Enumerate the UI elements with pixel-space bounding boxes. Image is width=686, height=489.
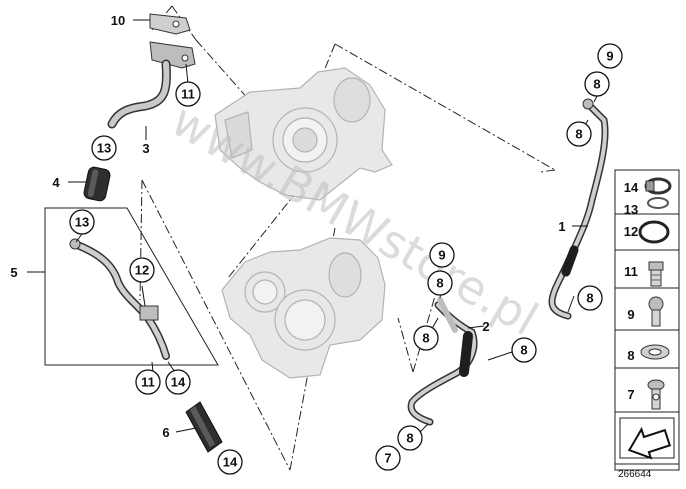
callout-9: 9 bbox=[429, 242, 455, 268]
turbocharger-upper bbox=[214, 67, 393, 201]
banjo-bolt-long-icon bbox=[647, 379, 665, 410]
callout-label: 8 bbox=[436, 276, 443, 291]
part-number-3: 3 bbox=[142, 141, 149, 156]
callout-label: 11 bbox=[141, 375, 155, 390]
callout-label: 12 bbox=[135, 263, 149, 278]
part-number-4: 4 bbox=[52, 175, 60, 190]
pipe-part-3 bbox=[107, 13, 196, 129]
callout-8: 8 bbox=[577, 285, 603, 311]
callout-8: 8 bbox=[511, 337, 537, 363]
pipe-part-1 bbox=[548, 98, 609, 320]
part-number-10: 10 bbox=[111, 13, 125, 28]
callout-13: 13 bbox=[69, 209, 95, 235]
callout-label: 8 bbox=[575, 127, 582, 142]
legend-label-11: 11 bbox=[624, 264, 638, 279]
hose-part-4 bbox=[83, 166, 111, 202]
callout-8: 8 bbox=[427, 270, 453, 296]
pipe-part-5-group bbox=[44, 207, 219, 366]
callout-label: 7 bbox=[384, 451, 391, 466]
part-number-5: 5 bbox=[10, 265, 17, 280]
callout-8: 8 bbox=[413, 325, 439, 351]
legend-panel: 14 13 12 11 9 8 7 bbox=[614, 169, 680, 480]
callout-label: 13 bbox=[97, 141, 111, 156]
group-5-bracket bbox=[44, 207, 219, 366]
callout-label: 8 bbox=[422, 331, 429, 346]
legend-label-12: 12 bbox=[624, 224, 638, 239]
legend-label-14: 14 bbox=[624, 180, 639, 195]
pipe-part-2 bbox=[407, 297, 478, 426]
callout-13: 13 bbox=[91, 135, 117, 161]
part-number-6: 6 bbox=[162, 425, 169, 440]
callout-label: 8 bbox=[586, 291, 593, 306]
callout-label: 8 bbox=[593, 77, 600, 92]
hose-part-6 bbox=[185, 401, 223, 453]
callout-label: 13 bbox=[75, 215, 89, 230]
callout-label: 11 bbox=[181, 87, 195, 102]
part-number-1: 1 bbox=[558, 219, 565, 234]
callout-11: 11 bbox=[135, 369, 161, 395]
legend-label-13: 13 bbox=[624, 202, 638, 217]
washer-icon bbox=[640, 344, 670, 360]
reference-number: 266644 bbox=[618, 469, 652, 480]
callout-7: 7 bbox=[375, 445, 401, 471]
callout-12: 12 bbox=[129, 257, 155, 283]
hex-bolt-icon bbox=[648, 261, 664, 287]
legend-label-9: 9 bbox=[627, 307, 634, 322]
hose-clamp-icon bbox=[644, 177, 672, 195]
hose-clamp-small-icon bbox=[647, 197, 669, 209]
legend-label-8: 8 bbox=[627, 348, 634, 363]
callout-label: 8 bbox=[520, 343, 527, 358]
callout-8: 8 bbox=[584, 71, 610, 97]
callout-label: 9 bbox=[606, 49, 613, 64]
callout-8: 8 bbox=[566, 121, 592, 147]
callout-14: 14 bbox=[217, 449, 243, 475]
banjo-bolt-icon bbox=[648, 296, 664, 327]
o-ring-icon bbox=[638, 220, 670, 244]
callout-11: 11 bbox=[175, 81, 201, 107]
legend-label-7: 7 bbox=[627, 387, 634, 402]
callout-9: 9 bbox=[597, 43, 623, 69]
legend-labels: 14 13 12 11 9 8 7 bbox=[624, 180, 639, 402]
callout-label: 8 bbox=[406, 431, 413, 446]
callout-14: 14 bbox=[165, 369, 191, 395]
arrow-icon bbox=[619, 417, 675, 460]
callout-label: 14 bbox=[171, 375, 186, 390]
callout-label: 9 bbox=[438, 248, 445, 263]
part-number-2: 2 bbox=[482, 319, 489, 334]
turbocharger-lower bbox=[221, 237, 386, 379]
callout-8: 8 bbox=[397, 425, 423, 451]
callout-label: 14 bbox=[223, 455, 238, 470]
